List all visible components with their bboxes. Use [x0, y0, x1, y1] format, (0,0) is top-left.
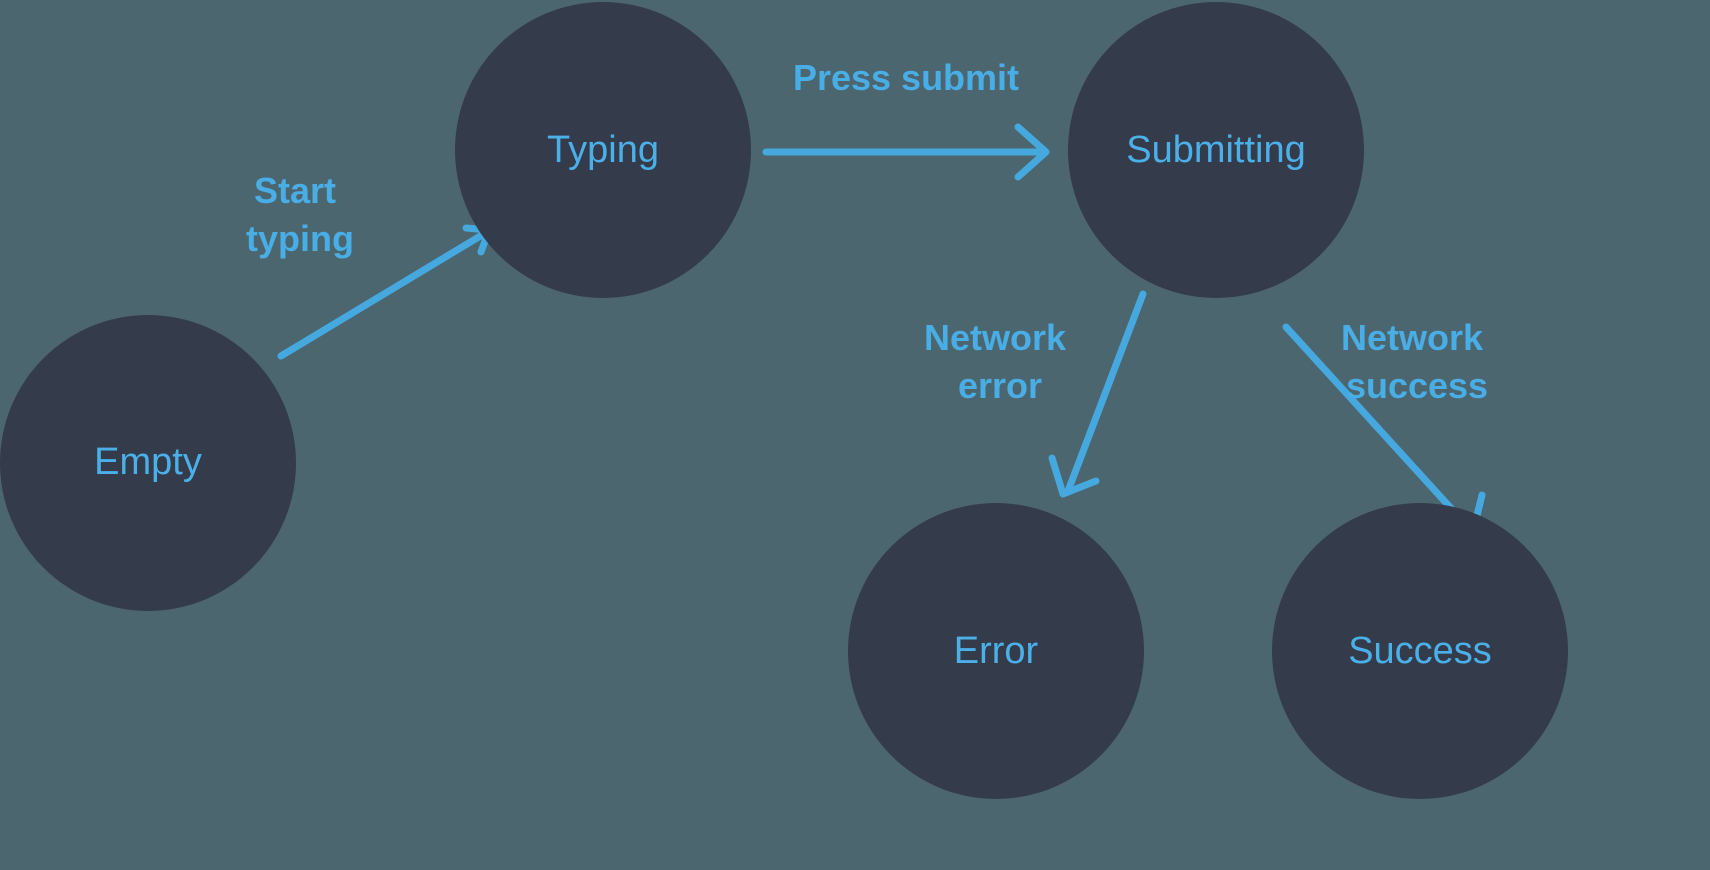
edge-label-press-submit: Press submit [793, 57, 1019, 98]
state-node-error[interactable]: Error [848, 503, 1144, 799]
edge-label-line: success [1346, 365, 1488, 406]
edge-label-network-success: Network success [1341, 317, 1493, 406]
state-circle-error [848, 503, 1144, 799]
state-node-typing[interactable]: Typing [455, 2, 751, 298]
edge-label-line: Network [1341, 317, 1484, 358]
edge-label-line: typing [246, 218, 354, 259]
edge-typing-to-submitting-arrowhead [1014, 123, 1050, 181]
edge-submitting-to-error[interactable]: Network error [924, 290, 1147, 498]
edge-label-line: error [958, 365, 1042, 406]
edge-label-start-typing: Start typing [246, 170, 354, 259]
edge-submitting-to-error-line [1064, 290, 1147, 495]
edge-submitting-to-success[interactable]: Network success [1282, 317, 1493, 536]
state-label-success: Success [1348, 630, 1492, 672]
state-label-error: Error [954, 630, 1039, 672]
state-circle-submitting [1068, 2, 1364, 298]
edge-submitting-to-success-line [1282, 323, 1473, 532]
edge-label-line: Start [254, 170, 336, 211]
state-label-submitting: Submitting [1126, 129, 1306, 171]
state-label-empty: Empty [94, 441, 202, 483]
state-circle-empty [0, 315, 296, 611]
edge-submitting-to-error-arrowhead [1048, 454, 1100, 498]
state-circle-typing [455, 2, 751, 298]
edge-empty-to-typing-line [277, 228, 491, 360]
edge-label-network-error: Network error [924, 317, 1076, 406]
edge-empty-to-typing[interactable]: Start typing [246, 170, 493, 360]
state-node-success[interactable]: Success [1272, 503, 1568, 799]
state-node-submitting[interactable]: Submitting [1068, 2, 1364, 298]
state-circle-success [1272, 503, 1568, 799]
edge-typing-to-submitting[interactable]: Press submit [762, 57, 1050, 181]
state-label-typing: Typing [547, 129, 659, 171]
edge-label-line: Press submit [793, 57, 1019, 98]
state-node-empty[interactable]: Empty [0, 315, 296, 611]
edge-label-line: Network [924, 317, 1067, 358]
